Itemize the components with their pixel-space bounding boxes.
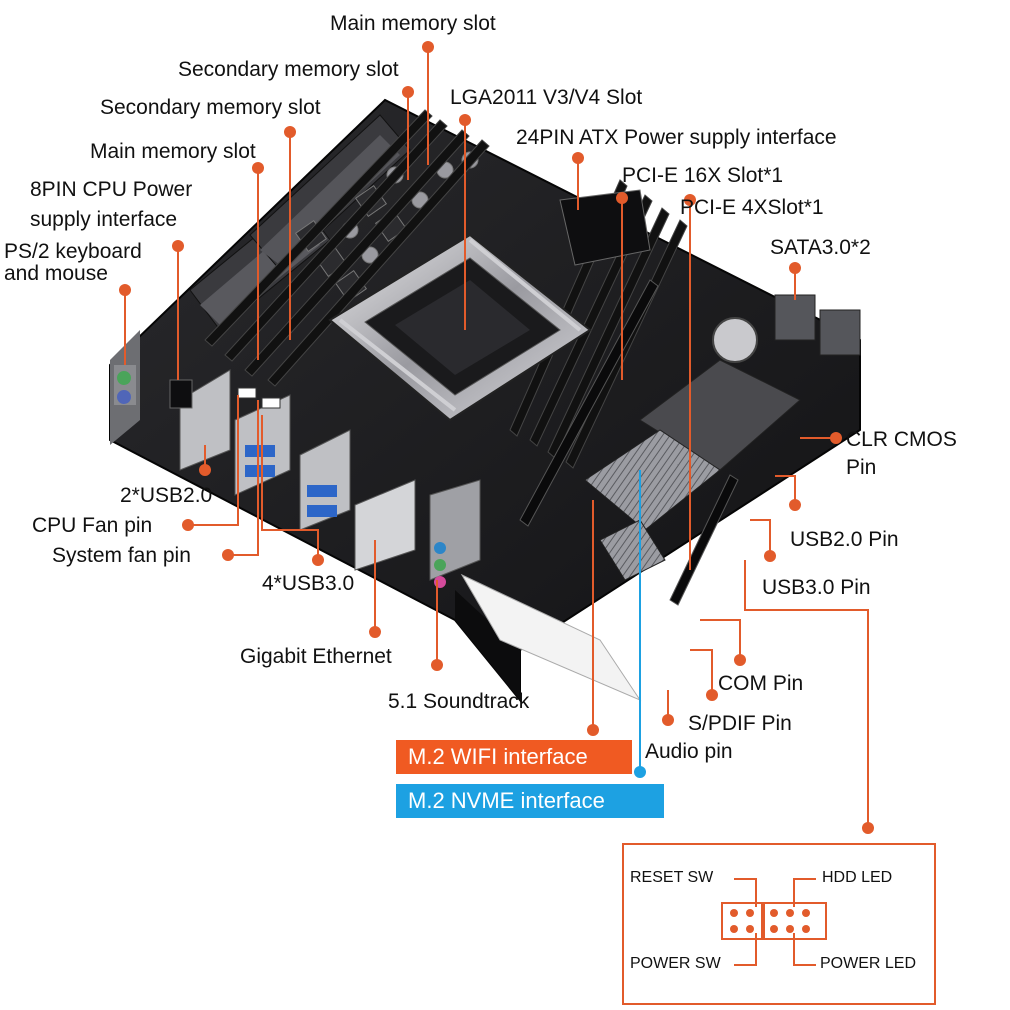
pcie-4x-slot — [669, 474, 739, 606]
ps2-purple-dot — [117, 390, 131, 404]
cpu-8pin-connector — [169, 379, 193, 409]
label-usb3-rear: 4*USB3.0 — [262, 572, 355, 595]
label-m2-nvme: M.2 NVME interface — [396, 784, 664, 818]
label-secondary-memory-slot-2: Secondary memory slot — [100, 96, 321, 119]
m2-heatsink — [584, 429, 721, 531]
label-pcie-16x: PCI-E 16X Slot*1 — [622, 164, 784, 187]
label-usb3-pin: USB3.0 Pin — [762, 576, 871, 599]
label-cpu-fan: CPU Fan pin — [32, 514, 153, 537]
label-power-led: POWER LED — [820, 955, 917, 972]
sys-fan-header — [261, 397, 281, 409]
label-com-pin: COM Pin — [718, 672, 804, 695]
label-sys-fan: System fan pin — [52, 544, 191, 567]
label-cpu-power-line2: supply interface — [30, 208, 178, 231]
label-soundtrack: 5.1 Soundtrack — [388, 690, 530, 713]
label-atx-power: 24PIN ATX Power supply interface — [516, 126, 837, 149]
nvme-leader-dot — [634, 766, 646, 778]
label-usb2-pin: USB2.0 Pin — [790, 528, 899, 551]
label-ps2-line1: PS/2 keyboard — [4, 240, 142, 263]
label-gigabit: Gigabit Ethernet — [240, 645, 392, 668]
label-audio-pin: Audio pin — [645, 740, 733, 763]
ps2-green-dot — [117, 371, 131, 385]
board-edge-bottom — [455, 590, 520, 700]
m2-heatsink-2 — [599, 519, 666, 581]
pcie-16x-slot — [519, 279, 659, 527]
label-ps2-line2: and mouse — [4, 262, 108, 285]
memory-slots-left — [204, 109, 490, 387]
label-main-memory-slot-top: Main memory slot — [330, 12, 496, 35]
front-panel-header-detail: RESET SW HDD LED POWER SW POWER LED — [622, 843, 936, 1005]
label-m2-wifi: M.2 WIFI interface — [396, 740, 632, 774]
label-hdd-led: HDD LED — [822, 869, 893, 886]
cpu-fan-header — [237, 387, 257, 399]
pin-header-diagram — [721, 878, 827, 966]
atx-24pin-connector — [559, 189, 651, 266]
sata-ports-graphic — [774, 294, 861, 356]
label-clr-cmos-line1: CLR CMOS — [846, 428, 957, 451]
label-pcie-4x: PCI-E 4XSlot*1 — [680, 196, 824, 219]
cmos-battery — [712, 317, 758, 363]
label-cpu-power-line1: 8PIN CPU Power — [30, 178, 193, 201]
label-clr-cmos-line2: Pin — [846, 456, 877, 479]
label-main-memory-slot-2: Main memory slot — [90, 140, 256, 163]
label-lga-slot: LGA2011 V3/V4 Slot — [450, 86, 643, 109]
label-spdif-pin: S/PDIF Pin — [688, 712, 792, 735]
label-power-sw: POWER SW — [630, 955, 721, 972]
rear-io-stacks — [179, 369, 481, 588]
label-secondary-memory-slot-1: Secondary memory slot — [178, 58, 399, 81]
label-reset-sw: RESET SW — [630, 869, 714, 886]
label-usb2-rear: 2*USB2.0 — [120, 484, 213, 507]
leader-dots — [119, 41, 874, 834]
label-sata: SATA3.0*2 — [770, 236, 871, 259]
cpu-socket-graphic — [328, 233, 592, 422]
